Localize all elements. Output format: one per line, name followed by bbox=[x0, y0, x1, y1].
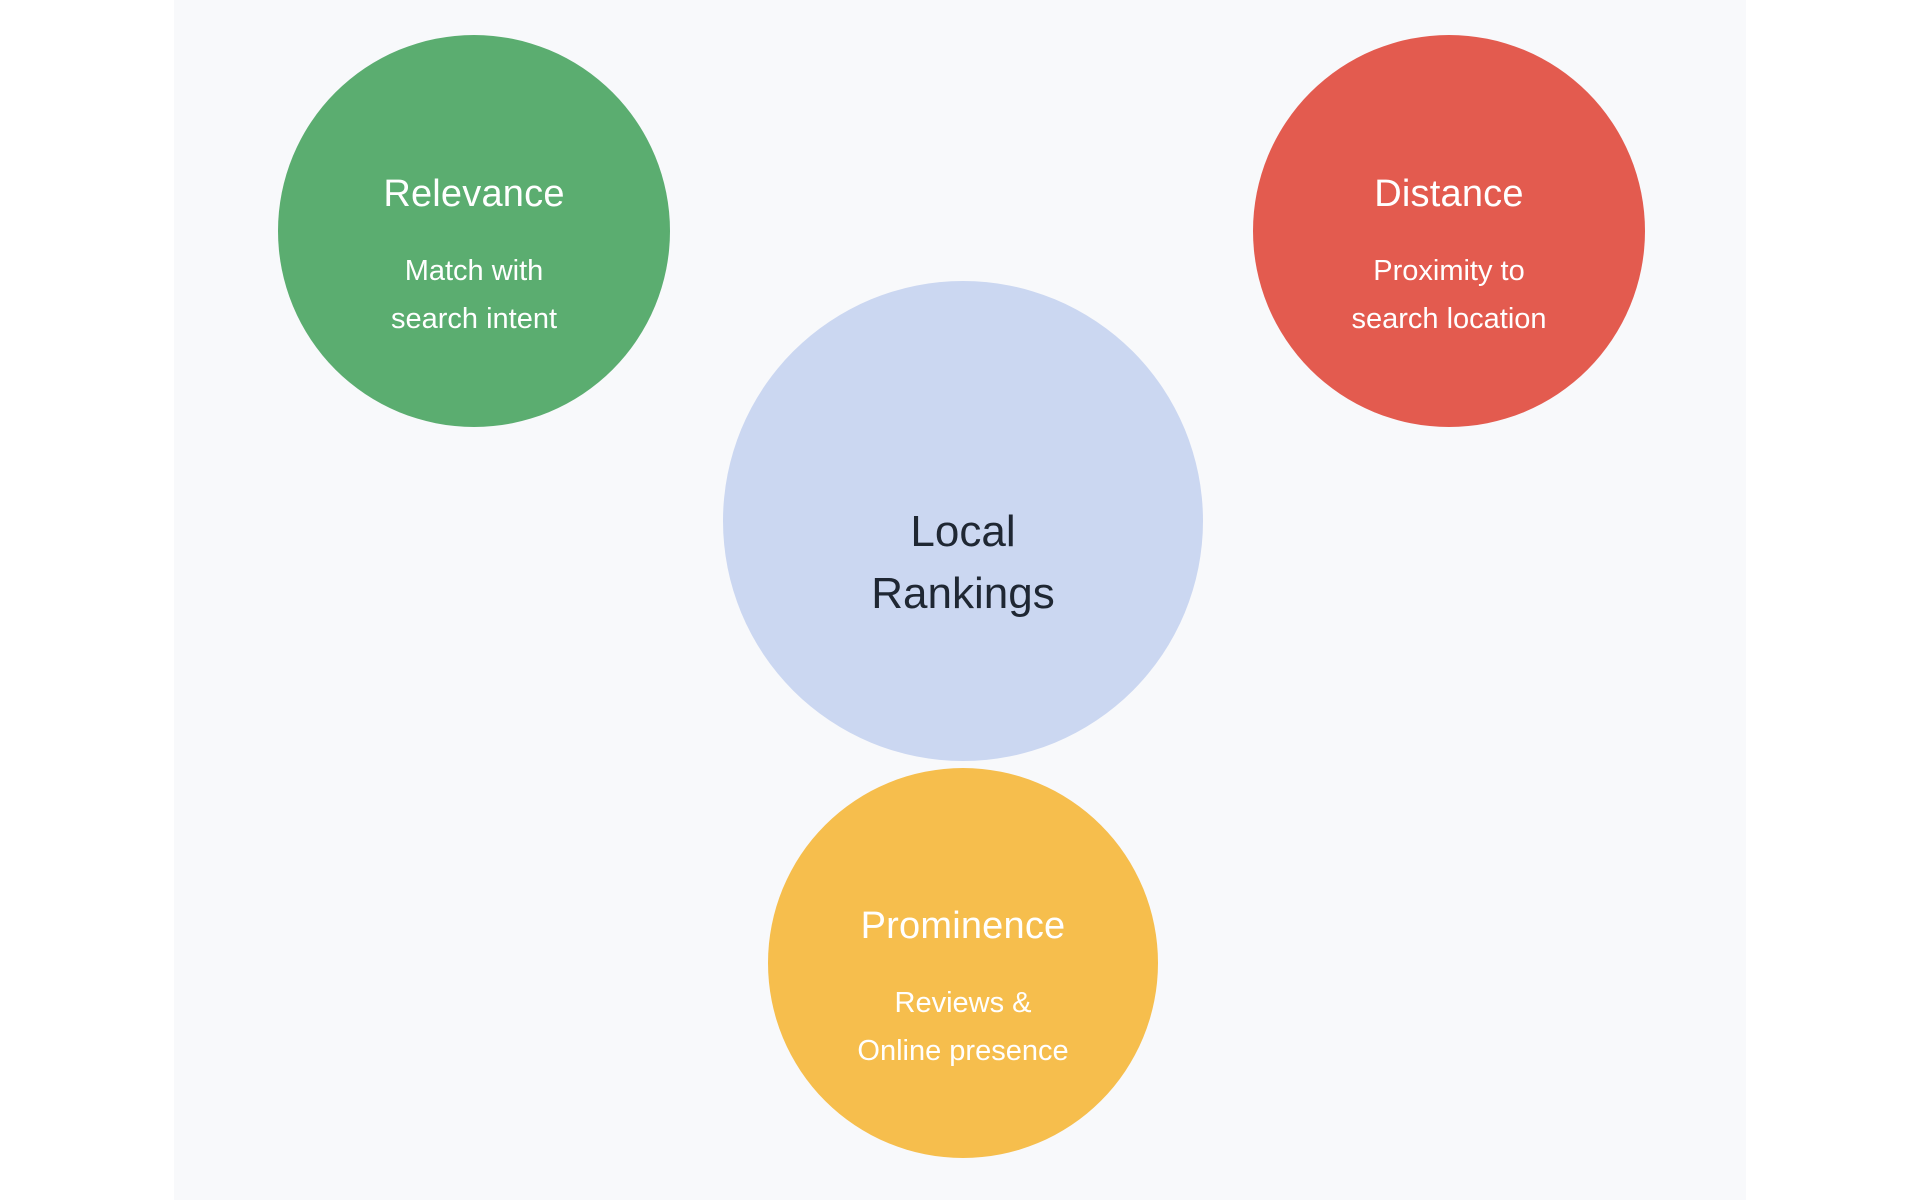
node-prominence-subtitle-line1: Reviews & bbox=[894, 986, 1032, 1019]
node-relevance: Relevance Match with search intent bbox=[278, 35, 670, 427]
node-distance: Distance Proximity to search location bbox=[1253, 35, 1645, 427]
node-relevance-subtitle-line1: Match with bbox=[404, 254, 544, 287]
node-distance-subtitle-line2: search location bbox=[1351, 302, 1547, 335]
node-prominence-subtitle: Reviews & Online presence bbox=[857, 979, 1068, 1075]
node-local-rankings-content: Local Rankings bbox=[871, 501, 1054, 625]
node-local-rankings: Local Rankings bbox=[723, 281, 1203, 761]
node-prominence-content: Prominence Reviews & Online presence bbox=[857, 904, 1068, 1075]
node-distance-subtitle-line1: Proximity to bbox=[1373, 254, 1525, 287]
node-distance-subtitle: Proximity to search location bbox=[1351, 247, 1546, 343]
node-distance-title: Distance bbox=[1374, 172, 1524, 215]
node-relevance-title: Relevance bbox=[383, 172, 565, 215]
node-distance-content: Distance Proximity to search location bbox=[1351, 172, 1546, 343]
node-relevance-subtitle: Match with search intent bbox=[383, 247, 564, 343]
node-relevance-content: Relevance Match with search intent bbox=[383, 172, 564, 343]
node-prominence-title: Prominence bbox=[860, 904, 1066, 947]
node-local-rankings-title-line2: Rankings bbox=[871, 569, 1055, 618]
node-prominence: Prominence Reviews & Online presence bbox=[768, 768, 1158, 1158]
node-relevance-subtitle-line2: search intent bbox=[390, 302, 558, 335]
node-prominence-subtitle-line2: Online presence bbox=[857, 1034, 1069, 1067]
node-local-rankings-title-line1: Local bbox=[910, 507, 1016, 556]
diagram-canvas: Relevance Match with search intent Dista… bbox=[174, 0, 1746, 1200]
